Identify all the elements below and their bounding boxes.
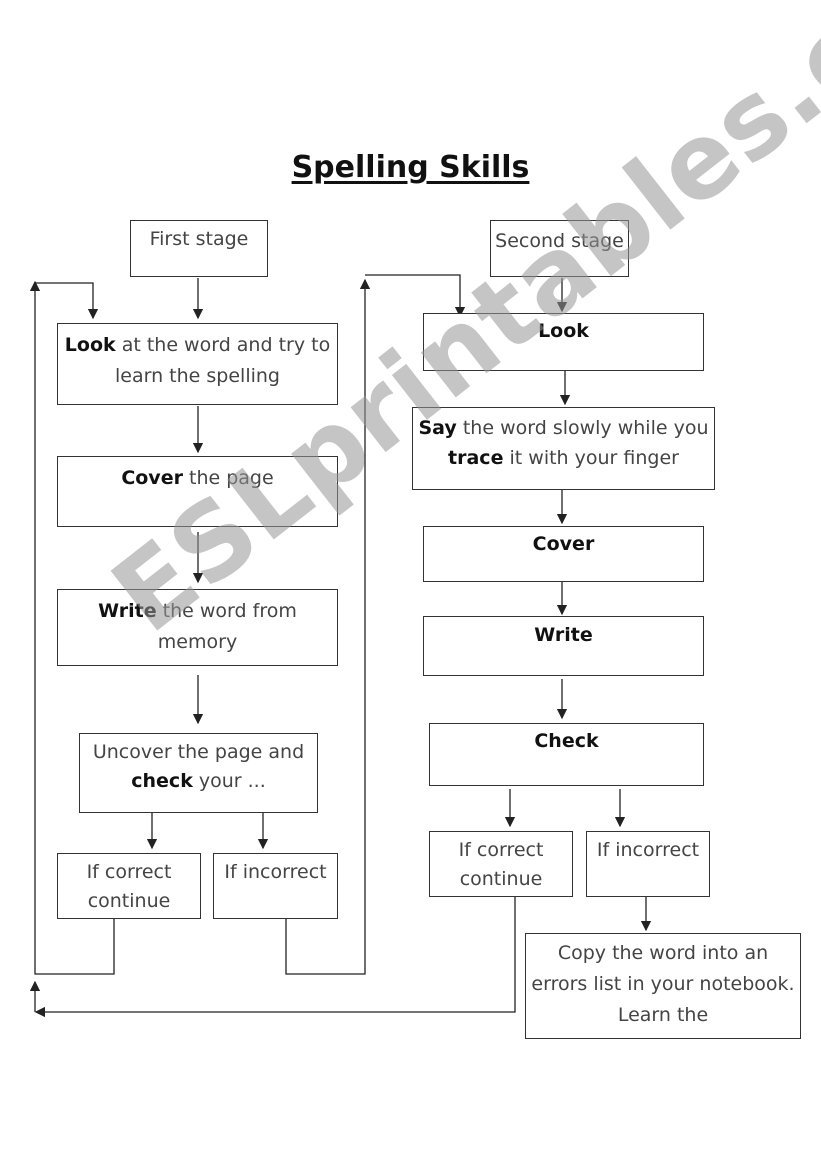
stage1-cover-box: Cover the page bbox=[57, 456, 338, 527]
stage1-check-keyword: check bbox=[131, 770, 193, 792]
stage2-look-keyword: Look bbox=[538, 320, 589, 342]
stage2-cover-keyword: Cover bbox=[532, 533, 595, 555]
stage2-copy-box: Copy the word into an errors list in you… bbox=[525, 933, 801, 1039]
stage1-look-box: Look at the word and try to learn the sp… bbox=[57, 323, 338, 405]
stage1-write-text: the word from memory bbox=[156, 600, 297, 653]
stage2-write-box: Write bbox=[423, 616, 704, 676]
stage1-write-box: Write the word from memory bbox=[57, 589, 338, 666]
stage1-correct-box: If correct continue bbox=[57, 853, 201, 919]
stage1-check-ellipsis: your ... bbox=[192, 770, 266, 792]
stage2-say-ending: it with your finger bbox=[503, 447, 679, 469]
stage1-look-text: at the word and try to learn the spellin… bbox=[115, 334, 331, 387]
stage2-write-keyword: Write bbox=[534, 624, 593, 646]
stage2-correct-box: If correct continue bbox=[429, 831, 573, 897]
stage1-incorrect-box: If incorrect bbox=[213, 853, 338, 919]
stage1-write-keyword: Write bbox=[98, 600, 157, 622]
stage2-trace-keyword: trace bbox=[448, 447, 504, 469]
stage1-check-text: Uncover the page and bbox=[92, 741, 305, 763]
stage1-cover-keyword: Cover bbox=[121, 467, 183, 489]
stage2-say-box: Say the word slowly while you trace it w… bbox=[412, 407, 715, 490]
stage2-incorrect-box: If incorrect bbox=[586, 831, 710, 897]
second-stage-label: Second stage bbox=[490, 220, 629, 277]
stage2-cover-box: Cover bbox=[423, 526, 704, 582]
stage1-check-box: Uncover the page and check your ... bbox=[79, 733, 318, 813]
stage2-check-box: Check bbox=[429, 723, 704, 786]
stage2-say-keyword: Say bbox=[418, 417, 457, 439]
stage1-look-keyword: Look bbox=[64, 334, 116, 356]
stage2-say-text: the word slowly while you bbox=[456, 417, 709, 439]
page-title: Spelling Skills bbox=[291, 150, 530, 185]
first-stage-label: First stage bbox=[130, 220, 268, 277]
stage2-check-keyword: Check bbox=[534, 730, 599, 752]
stage2-look-box: Look bbox=[423, 313, 704, 371]
stage1-cover-text: the page bbox=[182, 467, 274, 489]
